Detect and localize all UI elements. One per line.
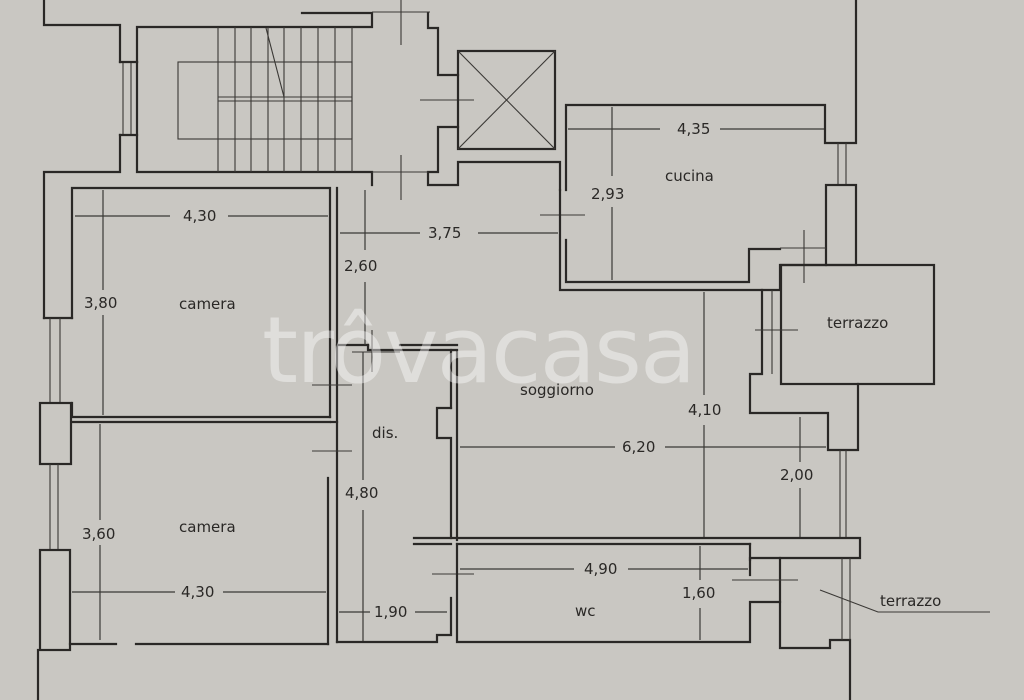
dim-soggiorno-height: 4,10 — [688, 401, 721, 419]
dim-wc-width: 4,90 — [584, 560, 617, 578]
room-dis: 4,80 1,90 dis. — [329, 352, 862, 644]
dim-wc-height: 1,60 — [682, 584, 715, 602]
label-camera-bottom: camera — [179, 518, 236, 536]
dim-corridor-width: 3,75 — [428, 224, 461, 242]
label-terrazzo-right: terrazzo — [827, 314, 888, 332]
label-wc: wc — [575, 602, 596, 620]
elevator-shaft — [456, 49, 557, 151]
label-camera-top: camera — [179, 295, 236, 313]
dim-camera-bottom-width: 4,30 — [181, 583, 214, 601]
room-wc: 4,90 1,60 wc — [455, 542, 852, 700]
label-dis: dis. — [372, 424, 398, 442]
dim-camera-bottom-height: 3,60 — [82, 525, 115, 543]
dim-dis-width: 1,90 — [374, 603, 407, 621]
stair-steps — [217, 27, 353, 172]
room-cucina: 4,35 2,93 cucina — [558, 0, 858, 292]
dim-cucina-width: 4,35 — [677, 120, 710, 138]
dim-dis-height: 4,80 — [345, 484, 378, 502]
dim-soggiorno-width: 6,20 — [622, 438, 655, 456]
room-terrazzo-bottom: terrazzo — [819, 589, 990, 613]
label-soggiorno: soggiorno — [520, 381, 594, 399]
label-terrazzo-bottom: terrazzo — [880, 592, 941, 610]
label-cucina: cucina — [665, 167, 714, 185]
room-camera-top: 4,30 3,80 camera — [70, 186, 332, 424]
dim-corridor-height: 2,60 — [344, 257, 377, 275]
room-soggiorno: 6,20 4,10 2,00 soggiorno — [352, 288, 860, 542]
dim-camera-top-height: 3,80 — [84, 294, 117, 312]
stairwell — [42, 0, 562, 320]
room-camera-bottom: 4,30 3,60 camera — [68, 424, 330, 646]
room-corridor: 3,75 2,60 — [312, 186, 585, 644]
dim-soggiorno-window: 2,00 — [780, 466, 813, 484]
dim-camera-top-width: 4,30 — [183, 207, 216, 225]
watermark-logo: trôvacasa — [262, 297, 694, 404]
dim-cucina-height: 2,93 — [591, 185, 624, 203]
left-windows — [36, 316, 74, 700]
